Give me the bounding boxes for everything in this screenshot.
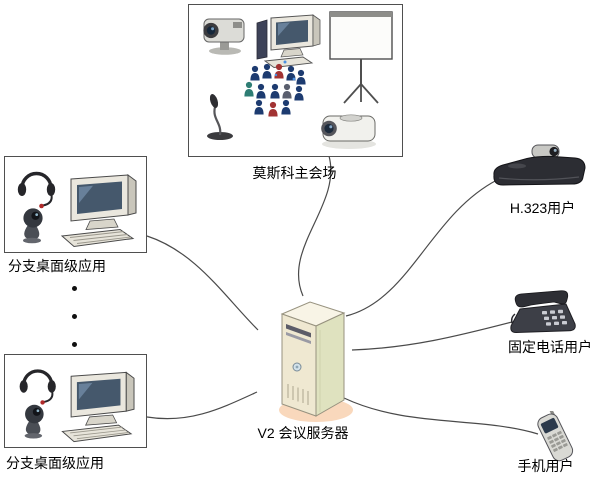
node-mobile xyxy=(527,408,583,470)
edge-server-branch-top xyxy=(146,235,259,331)
headset-icon xyxy=(17,171,56,209)
landline-label: 固定电话用户 xyxy=(508,339,592,355)
edge-server-mobile xyxy=(343,397,539,435)
desktop-computer-icon xyxy=(61,371,135,443)
node-branch-top xyxy=(4,156,147,253)
ellipsis-dot xyxy=(72,342,77,347)
audience-group-icon xyxy=(244,60,306,117)
desk-microphone-icon xyxy=(207,94,233,140)
desk-phone-icon xyxy=(510,290,576,334)
server-label: V2 会议服务器 xyxy=(257,425,349,441)
edge-server-landline xyxy=(351,321,513,351)
mobile-label: 手机用户 xyxy=(517,458,574,474)
edge-server-h323 xyxy=(345,179,498,317)
ellipsis-dot xyxy=(72,314,77,319)
node-moscow-venue xyxy=(188,4,403,157)
branch-top-label: 分支桌面级应用 xyxy=(8,258,106,274)
desktop-computer-icon xyxy=(60,174,137,248)
moscow-venue-scene xyxy=(203,11,393,149)
node-landline xyxy=(509,290,579,340)
ellipsis-dot xyxy=(72,286,77,291)
moscow-venue-label: 莫斯科主会场 xyxy=(252,165,337,181)
headset-icon xyxy=(19,369,56,405)
branch-top-scene xyxy=(17,171,137,248)
h323-label: H.323用户 xyxy=(509,200,576,216)
branch-bottom-label: 分支桌面级应用 xyxy=(6,455,104,471)
mobile-phone-icon xyxy=(537,408,574,462)
server-tower-icon xyxy=(279,301,353,422)
projection-screen-icon xyxy=(329,11,393,104)
desktop-computer-icon xyxy=(256,14,321,68)
projector-icon xyxy=(321,114,376,149)
node-server xyxy=(254,288,354,429)
node-h323 xyxy=(487,142,589,194)
edge-server-branch-bottom xyxy=(146,391,258,420)
edge-server-moscow xyxy=(297,155,332,297)
branch-bottom-scene xyxy=(19,369,135,443)
node-branch-bottom xyxy=(4,354,147,448)
webcam-icon xyxy=(24,404,44,439)
ptz-camera-icon xyxy=(203,18,245,55)
webcam-icon xyxy=(23,208,43,244)
video-endpoint-icon xyxy=(493,144,586,186)
